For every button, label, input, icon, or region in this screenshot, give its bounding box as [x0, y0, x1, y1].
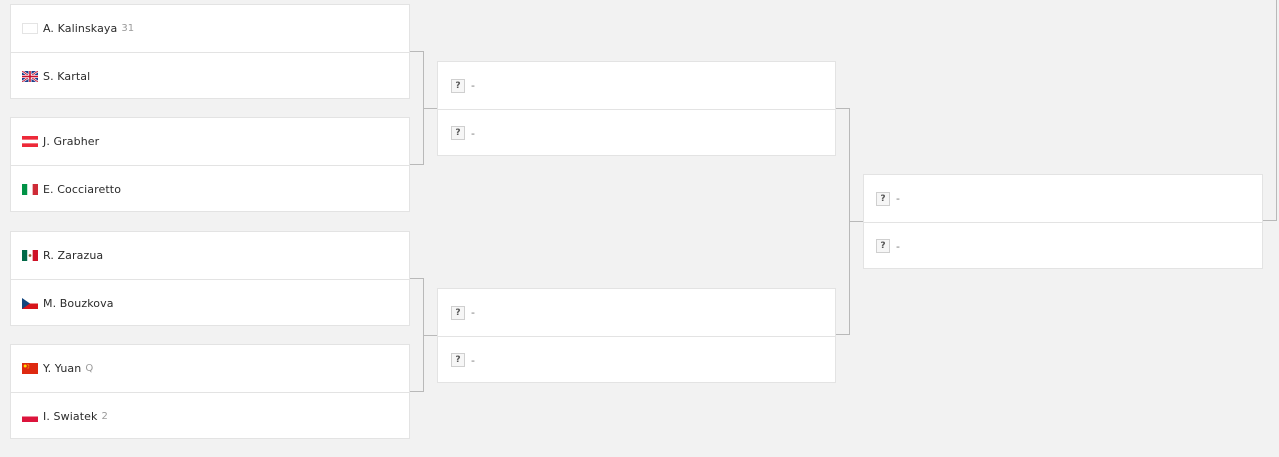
player-row[interactable]: ? - [438, 336, 835, 383]
pl-flag-icon [22, 410, 38, 422]
unknown-player-icon: ? [451, 126, 465, 140]
player-name-placeholder: - [896, 192, 900, 205]
blank-flag-icon [22, 23, 38, 34]
player-row[interactable]: ? - [438, 289, 835, 336]
player-row[interactable]: R. Zarazua [11, 232, 409, 279]
player-row[interactable]: E. Cocciaretto [11, 165, 409, 212]
player-name-placeholder: - [471, 79, 475, 92]
bracket-connector [1262, 0, 1277, 221]
player-name: I. Swiatek [43, 409, 98, 423]
player-row[interactable]: M. Bouzkova [11, 279, 409, 326]
player-name: S. Kartal [43, 69, 91, 83]
bracket-connector-stub [424, 335, 438, 336]
player-name: J. Grabher [43, 135, 100, 148]
it-flag-icon [22, 183, 38, 195]
bracket-connector-stub [850, 221, 864, 222]
player-row[interactable]: ? - [438, 62, 835, 109]
unknown-player-icon: ? [451, 305, 465, 320]
player-name-placeholder: - [471, 353, 475, 367]
match-card[interactable]: A. Kalinskaya 31 S. Kartal [10, 4, 410, 99]
bracket-connector [835, 108, 850, 335]
player-row[interactable]: J. Grabher [11, 118, 409, 165]
gb-flag-icon [22, 70, 38, 82]
player-row[interactable]: A. Kalinskaya 31 [11, 5, 409, 52]
bracket-connector [409, 278, 424, 392]
unknown-player-icon: ? [876, 191, 890, 206]
match-card[interactable]: R. Zarazua M. Bouzkova [10, 231, 410, 326]
cn-flag-icon [22, 363, 38, 374]
player-seed: 2 [101, 410, 108, 422]
match-card[interactable]: J. Grabher E. Cocciaretto [10, 117, 410, 212]
match-card[interactable]: ? - ? - [437, 288, 836, 383]
match-card[interactable]: Y. Yuan Q I. Swiatek 2 [10, 344, 410, 439]
bracket-connector-stub [424, 108, 438, 109]
player-seed: 31 [121, 23, 135, 34]
player-seed: Q [85, 363, 94, 374]
unknown-player-icon: ? [451, 353, 465, 367]
match-card[interactable]: ? - ? - [863, 174, 1263, 269]
at-flag-icon [22, 136, 38, 147]
player-row[interactable]: I. Swiatek 2 [11, 392, 409, 439]
cz-flag-icon [22, 297, 38, 309]
player-row[interactable]: S. Kartal [11, 52, 409, 99]
unknown-player-icon: ? [451, 78, 465, 93]
player-name: E. Cocciaretto [43, 182, 122, 196]
player-name-placeholder: - [471, 126, 475, 140]
player-name: A. Kalinskaya [43, 22, 118, 35]
player-row[interactable]: ? - [438, 109, 835, 156]
bracket-connector [409, 51, 424, 165]
player-name-placeholder: - [896, 239, 900, 253]
player-row[interactable]: ? - [864, 222, 1262, 269]
player-row[interactable]: ? - [864, 175, 1262, 222]
match-card[interactable]: ? - ? - [437, 61, 836, 156]
player-name: Y. Yuan [43, 362, 82, 375]
player-name-placeholder: - [471, 306, 475, 319]
mx-flag-icon [22, 250, 38, 261]
player-row[interactable]: Y. Yuan Q [11, 345, 409, 392]
player-name: M. Bouzkova [43, 296, 114, 310]
unknown-player-icon: ? [876, 239, 890, 253]
player-name: R. Zarazua [43, 249, 104, 262]
